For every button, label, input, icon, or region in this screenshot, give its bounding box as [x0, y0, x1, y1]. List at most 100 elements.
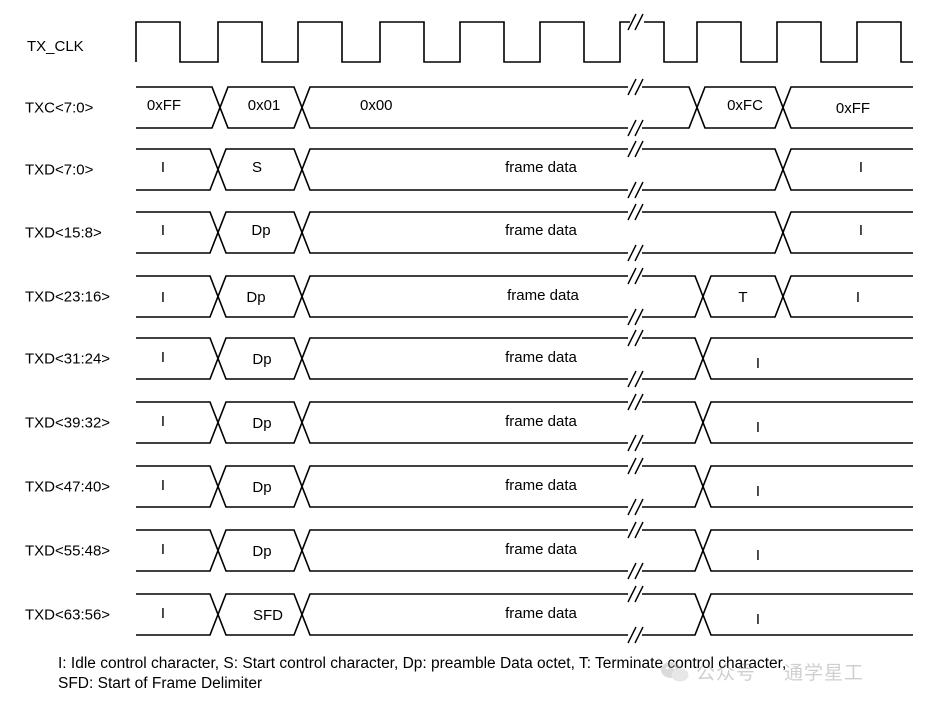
bus-segment-value: 0xFC: [727, 97, 763, 114]
bus-edge-bottom: [136, 105, 913, 129]
break-gap: [628, 315, 642, 319]
break-mark: [634, 13, 644, 31]
break-mark: [634, 393, 644, 411]
break-mark: [627, 521, 637, 539]
break-mark: [634, 626, 644, 644]
break-mark: [634, 370, 644, 388]
break-gap: [628, 528, 642, 532]
legend: I: Idle control character, S: Start cont…: [58, 654, 786, 694]
break-gap: [628, 633, 642, 637]
bus-segment-value: frame data: [505, 413, 577, 430]
bus-segment-value: I: [756, 419, 760, 436]
legend-line-1: I: Idle control character, S: Start cont…: [58, 655, 787, 672]
bus-edge-bottom: [136, 548, 913, 572]
break-mark: [634, 329, 644, 347]
bus-label: TXC<7:0>: [25, 100, 94, 117]
legend-line-2: SFD: Start of Frame Delimiter: [58, 675, 263, 692]
break-mark: [627, 78, 637, 96]
break-mark: [627, 498, 637, 516]
bus-label: TXD<39:32>: [25, 415, 110, 432]
bus-segment-value: I: [856, 289, 860, 306]
label-tx-clk: TX_CLK: [27, 38, 84, 55]
break-gap: [628, 210, 642, 214]
bus-segment-value: Dp: [252, 351, 271, 368]
break-mark: [634, 119, 644, 137]
bus-segment-value: I: [161, 159, 165, 176]
bus-segment-value: S: [252, 159, 262, 176]
break-mark: [634, 181, 644, 199]
bus-label: TXD<63:56>: [25, 607, 110, 624]
break-gap: [628, 188, 642, 192]
break-mark: [627, 393, 637, 411]
bus-label: TXD<23:16>: [25, 289, 110, 306]
bus-segment-value: 0xFF: [147, 97, 181, 114]
break-gap: [628, 592, 642, 596]
break-mark: [627, 203, 637, 221]
break-gap: [628, 251, 642, 255]
bus-edge-bottom: [136, 294, 913, 318]
bus-segment-value: I: [756, 355, 760, 372]
bus-segment-value: I: [161, 477, 165, 494]
bus-segment-value: frame data: [505, 477, 577, 494]
break-gap: [628, 505, 642, 509]
break-mark: [634, 203, 644, 221]
bus-segment-value: I: [859, 159, 863, 176]
break-mark: [627, 457, 637, 475]
bus-edge-bottom: [136, 420, 913, 444]
bus-segment-value: 0x00: [360, 97, 393, 114]
bus-segment-value: Dp: [252, 479, 271, 496]
break-mark: [627, 308, 637, 326]
bus-segment-value: frame data: [507, 287, 579, 304]
break-gap: [628, 274, 642, 278]
break-mark: [627, 626, 637, 644]
break-mark: [627, 585, 637, 603]
bus-edge-top: [136, 275, 913, 299]
bus-segment-value: I: [756, 547, 760, 564]
bus-segment-value: Dp: [252, 543, 271, 560]
break-mark: [634, 140, 644, 158]
break-gap: [628, 126, 642, 130]
break-mark: [627, 140, 637, 158]
break-mark: [627, 181, 637, 199]
bus-label: TXD<7:0>: [25, 162, 94, 179]
break-mark: [634, 434, 644, 452]
break-mark: [634, 498, 644, 516]
break-mark: [627, 244, 637, 262]
bus-edge-bottom: [136, 167, 913, 191]
bus-edge-bottom: [136, 484, 913, 508]
break-mark: [634, 562, 644, 580]
bus-segment-value: I: [161, 222, 165, 239]
break-mark: [627, 370, 637, 388]
watermark-name: 通学星工: [784, 662, 865, 684]
break-mark: [627, 434, 637, 452]
clock-waveform: [135, 21, 913, 63]
timing-diagram: TX_CLKTXC<7:0>TXD<7:0>TXD<15:8>TXD<23:16…: [25, 13, 913, 644]
break-mark: [627, 562, 637, 580]
break-gap: [630, 19, 644, 25]
bus-label: TXD<47:40>: [25, 479, 110, 496]
break-gap: [628, 441, 642, 445]
bus-edge-bottom: [136, 230, 913, 254]
break-mark: [627, 13, 637, 31]
tx-clk-waveform: [135, 21, 913, 63]
break-mark: [634, 267, 644, 285]
bus-segment-value: I: [161, 541, 165, 558]
bus-segment-value: I: [859, 222, 863, 239]
bus-edge-bottom: [136, 612, 913, 636]
bus-segment-value: frame data: [505, 605, 577, 622]
bus-segment-value: I: [161, 289, 165, 306]
bus-edge-bottom: [136, 356, 913, 380]
break-mark: [634, 585, 644, 603]
signal-labels: TX_CLKTXC<7:0>TXD<7:0>TXD<15:8>TXD<23:16…: [25, 38, 110, 624]
bus-segment-value: I: [161, 605, 165, 622]
bus-label: TXD<55:48>: [25, 543, 110, 560]
